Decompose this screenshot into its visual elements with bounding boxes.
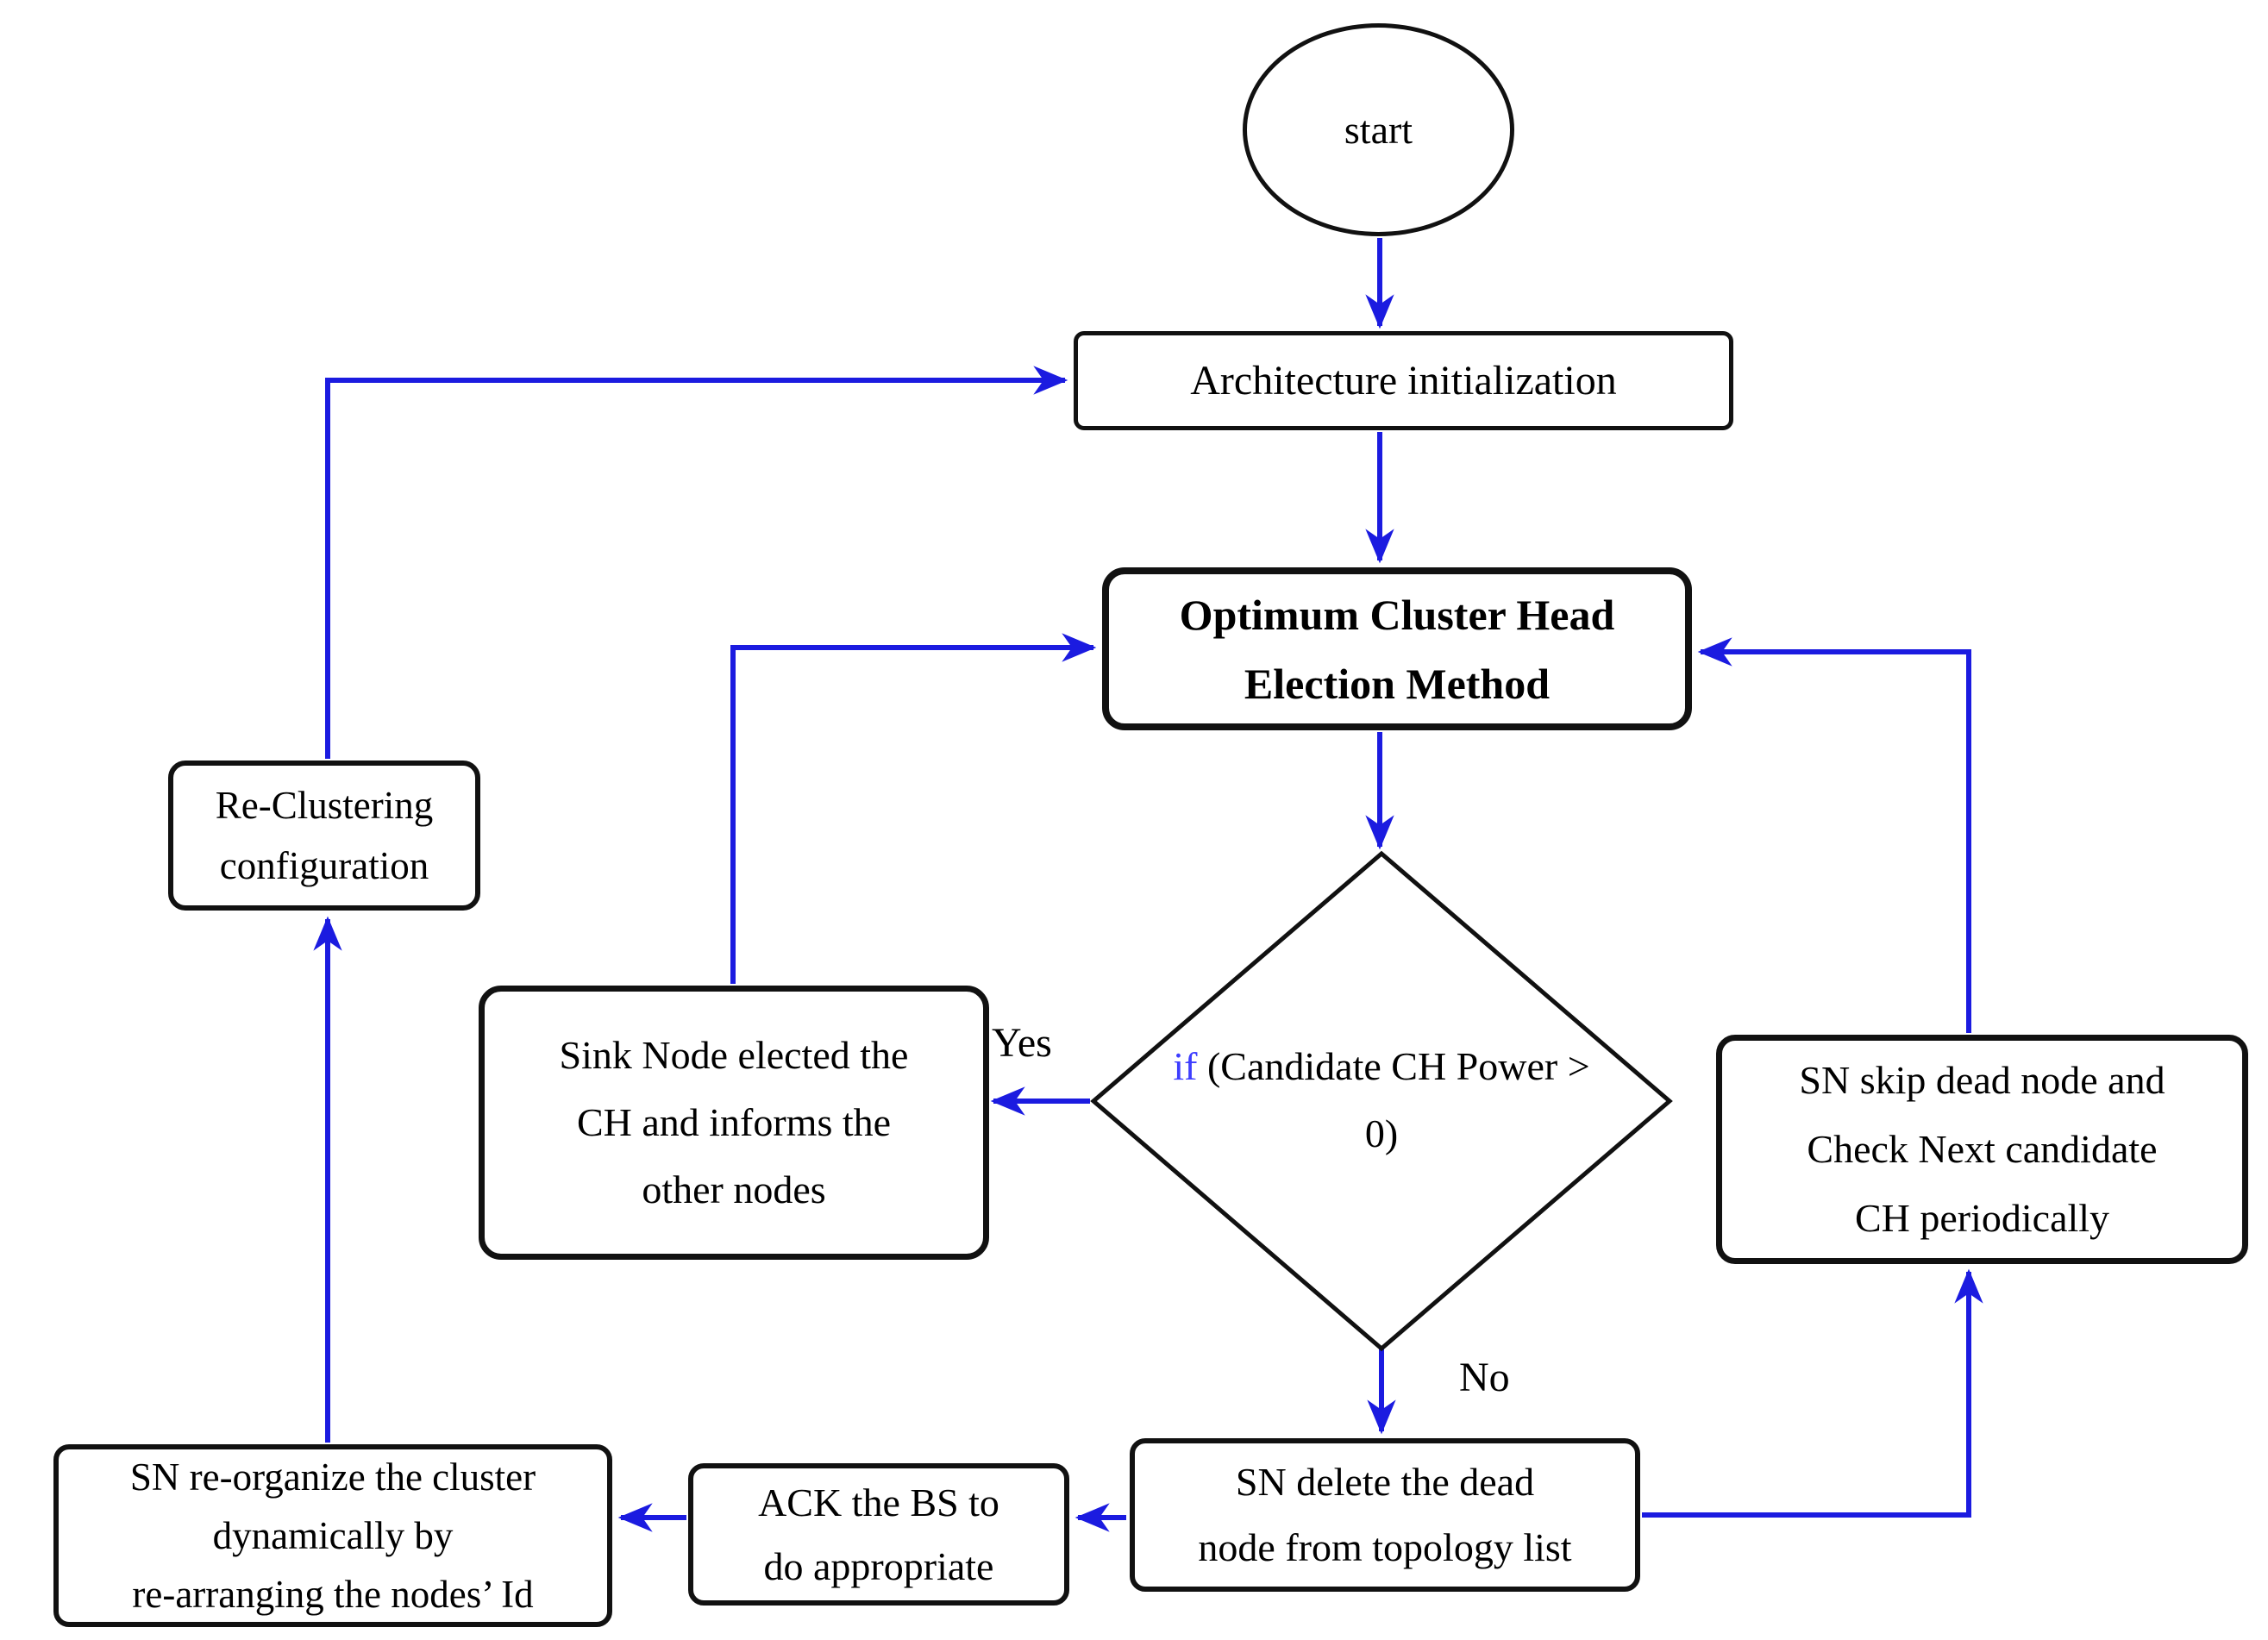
decision-line-2: CH Power > 0): [1364, 1044, 1590, 1155]
architecture-label: Architecture initialization: [1190, 357, 1617, 404]
reorganize-cluster-step: SN re-organize the cluster dynamically b…: [53, 1444, 612, 1627]
skip-line-1: SN skip dead node and: [1799, 1058, 2165, 1102]
edge-reclustering-to-architecture: [325, 366, 1068, 759]
sink-line-1: Sink Node elected the: [559, 1033, 909, 1077]
skip-line-2: Check Next candidate: [1807, 1127, 2158, 1171]
reclustering-line-2: configuration: [219, 844, 429, 887]
reorganize-line-2: dynamically by: [212, 1514, 454, 1557]
ack-base-station-step: ACK the BS to do appropriate: [688, 1463, 1069, 1606]
edge-delete-to-skip: [1642, 1268, 1983, 1518]
ack-line-1: ACK the BS to: [758, 1480, 999, 1524]
start-label: start: [1344, 107, 1413, 152]
no-branch-label: No: [1459, 1355, 1510, 1400]
start-terminator: start: [1243, 23, 1514, 236]
skip-dead-node-step: SN skip dead node and Check Next candida…: [1716, 1035, 2248, 1264]
skip-line-3: CH periodically: [1854, 1196, 2110, 1240]
sink-line-2: CH and informs the: [576, 1100, 892, 1144]
optimum-cluster-head-election-step: Optimum Cluster Head Election Method: [1102, 567, 1692, 730]
edge-skip-to-optimum: [1697, 637, 1971, 1033]
decision-line-1-rest: (Candidate: [1197, 1044, 1381, 1088]
delete-dead-node-step: SN delete the dead node from topology li…: [1130, 1438, 1640, 1592]
optimum-line-1: Optimum Cluster Head: [1179, 590, 1615, 639]
sink-line-3: other nodes: [642, 1167, 826, 1211]
reclustering-line-1: Re-Clustering: [215, 784, 434, 827]
delete-line-2: node from topology list: [1198, 1525, 1572, 1569]
delete-line-1: SN delete the dead: [1235, 1460, 1535, 1504]
optimum-line-2: Election Method: [1244, 659, 1551, 708]
decision-condition-text: if (Candidate CH Power > 0): [1166, 1033, 1597, 1167]
sink-node-elected-step: Sink Node elected the CH and informs the…: [479, 986, 989, 1260]
if-keyword: if: [1173, 1044, 1198, 1088]
decision-diamond: [1090, 850, 1673, 1352]
decision-line-1: if (Candidate: [1173, 1044, 1381, 1088]
reorganize-line-1: SN re-organize the cluster: [129, 1455, 536, 1499]
architecture-initialization-step: Architecture initialization: [1074, 331, 1733, 430]
reclustering-configuration-step: Re-Clustering configuration: [168, 761, 480, 911]
edge-sink-to-optimum: [730, 633, 1097, 984]
reorganize-line-3: re-arranging the nodes’ Id: [132, 1573, 534, 1616]
ack-line-2: do appropriate: [763, 1543, 994, 1588]
yes-branch-label: Yes: [992, 1020, 1052, 1066]
